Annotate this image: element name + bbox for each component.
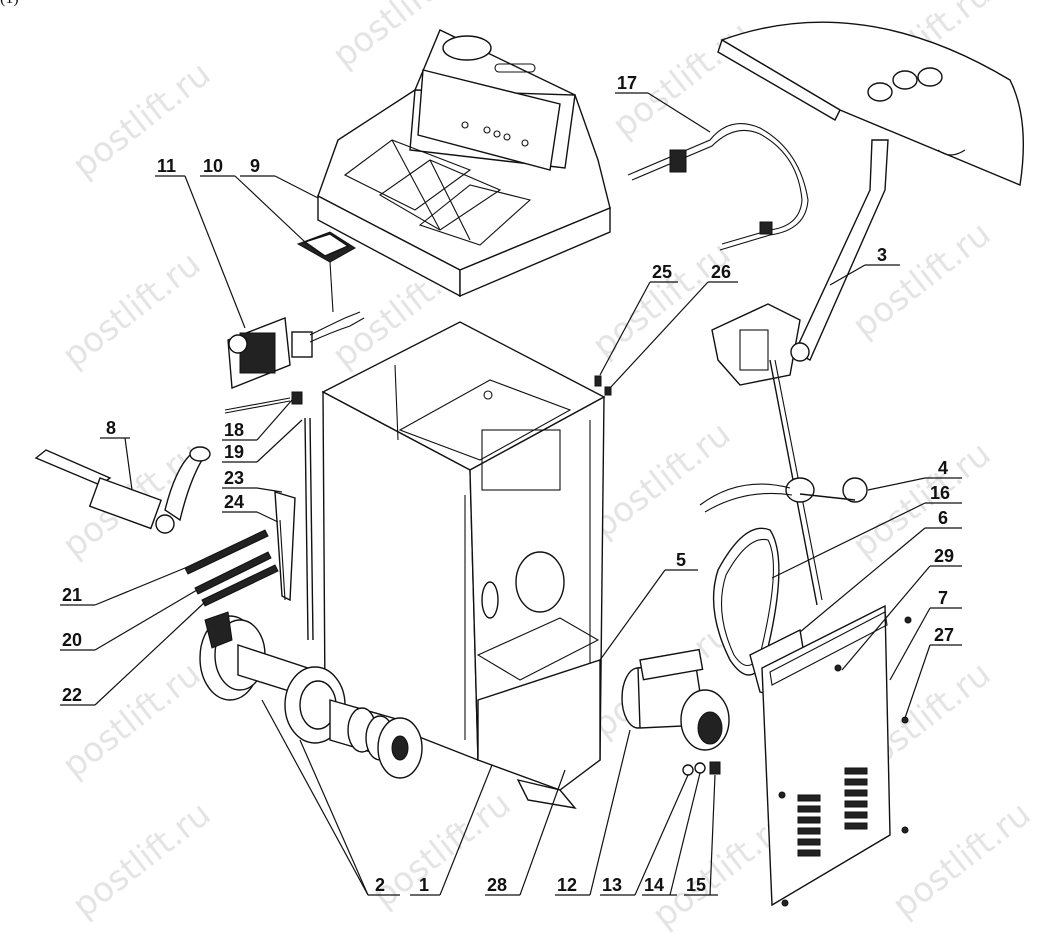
callout-29: 29 (934, 546, 954, 566)
callout-14: 14 (644, 875, 664, 895)
callout-5: 5 (676, 550, 686, 570)
callout-20: 20 (62, 630, 82, 650)
leader-lines (60, 92, 962, 896)
brake-pedal-part (34, 446, 211, 534)
callout-18: 18 (224, 420, 244, 440)
callout-3: 3 (877, 245, 887, 265)
callout-24: 24 (224, 492, 244, 512)
callout-7: 7 (938, 588, 948, 608)
panel-vents (797, 767, 868, 857)
callout-28: 28 (487, 875, 507, 895)
callout-25: 25 (652, 262, 672, 282)
callout-8: 8 (106, 418, 116, 438)
callout-10: 10 (203, 156, 223, 176)
callout-15: 15 (686, 875, 706, 895)
callout-12: 12 (557, 875, 577, 895)
callout-11: 11 (157, 156, 176, 176)
callout-labels: 9 10 11 17 3 25 26 18 19 8 23 24 4 16 6 … (62, 73, 954, 895)
callout-21: 21 (62, 585, 82, 605)
callout-22: 22 (62, 685, 82, 705)
top-tray-part (317, 29, 611, 298)
callout-17: 17 (617, 73, 637, 93)
cylinder-part (699, 477, 868, 513)
callout-23: 23 (224, 468, 244, 488)
small-screws-part (594, 375, 612, 396)
side-panel-part (761, 604, 912, 907)
callout-26: 26 (711, 262, 731, 282)
callout-1: 1 (419, 875, 429, 895)
wheel-hood-part (717, 21, 1025, 361)
switch-part (296, 231, 356, 313)
callout-16: 16 (930, 483, 950, 503)
callout-9: 9 (250, 156, 260, 176)
small-fittings-part (224, 391, 314, 641)
callout-19: 19 (224, 442, 244, 462)
callout-13: 13 (602, 875, 622, 895)
callout-27: 27 (934, 625, 954, 645)
washers-part (682, 761, 721, 776)
callout-4: 4 (938, 458, 948, 478)
control-board-part (227, 311, 365, 389)
callout-6: 6 (938, 508, 948, 528)
sensor-cable-part (627, 123, 809, 251)
callout-2: 2 (375, 875, 385, 895)
main-shaft-part (199, 611, 423, 779)
main-cabinet-part (321, 321, 606, 810)
motor-part (621, 648, 730, 751)
shaft-bars-part (184, 491, 296, 607)
corner-label: (1) (0, 0, 19, 8)
